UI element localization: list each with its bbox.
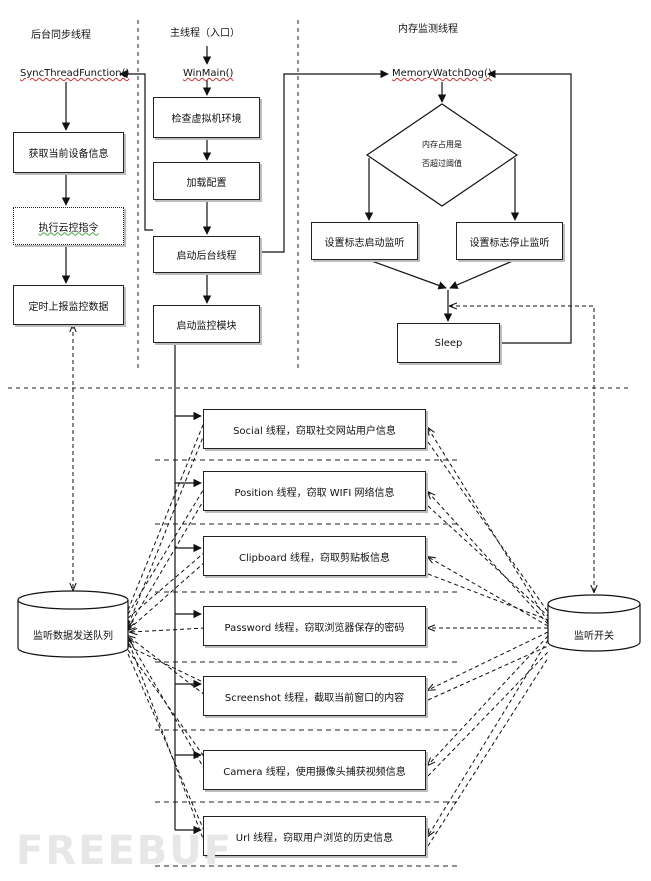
check-vm-step: 检查虚拟机环境 (153, 97, 260, 138)
load-config-step: 加载配置 (153, 162, 260, 200)
freebuf-watermark: FREEBUF (16, 828, 234, 874)
position-thread-label: Position 线程，窃取 WIFI 网络信息 (234, 487, 395, 499)
backend-thread-title: 后台同步线程 (31, 30, 91, 41)
report-data-step: 定时上报监控数据 (13, 285, 124, 325)
get-device-info-label: 获取当前设备信息 (28, 149, 109, 160)
social-thread: Social 线程，窃取社交网站用户信息 (203, 409, 426, 449)
send-queue-label: 监听数据发送队列 (33, 631, 113, 642)
set-stop-flag-label: 设置标志停止监听 (469, 237, 550, 249)
url-thread: Url 线程，窃取用户浏览的历史信息 (203, 816, 426, 856)
get-device-info-step: 获取当前设备信息 (13, 132, 124, 173)
sleep-label: Sleep (434, 337, 463, 349)
decision-line-2: 否超过阈值 (422, 159, 462, 168)
set-start-flag-step: 设置标志启动监听 (311, 222, 418, 260)
exec-cloud-command-step: 执行云控指令 (13, 207, 124, 245)
check-vm-label: 检查虚拟机环境 (171, 114, 242, 125)
start-monitor-label: 启动监控模块 (176, 320, 237, 332)
set-start-flag-label: 设置标志启动监听 (324, 237, 405, 249)
memory-watchdog-label: MemoryWatchDog() (392, 68, 492, 79)
send-queue-store (17, 590, 129, 658)
clipboard-thread-label: Clipboard 线程，窃取剪贴板信息 (239, 552, 390, 564)
report-data-label: 定时上报监控数据 (28, 301, 109, 313)
camera-thread-label: Camera 线程，使用摄像头捕获视频信息 (223, 766, 406, 778)
main-thread-title: 主线程（入口） (170, 28, 240, 39)
start-backend-step: 启动后台线程 (153, 236, 260, 273)
decision-line-1: 内存占用是 (422, 140, 462, 149)
memory-thread-title: 内存监测线程 (398, 24, 458, 35)
clipboard-thread: Clipboard 线程，窃取剪贴板信息 (203, 536, 426, 576)
winmain-label: WinMain() (183, 68, 234, 79)
social-thread-label: Social 线程，窃取社交网站用户信息 (233, 425, 396, 437)
main-flow-arrows (119, 46, 389, 304)
data-flow-arrows (73, 306, 594, 847)
url-thread-label: Url 线程，窃取用户浏览的历史信息 (235, 832, 394, 844)
sync-thread-function-label: SyncThreadFunction() (20, 68, 130, 79)
listen-switch-store (547, 594, 641, 652)
password-thread-label: Password 线程，窃取浏览器保存的密码 (224, 622, 405, 634)
set-stop-flag-step: 设置标志停止监听 (456, 222, 563, 260)
start-backend-label: 启动后台线程 (176, 251, 237, 262)
password-thread: Password 线程，窃取浏览器保存的密码 (203, 606, 426, 646)
load-config-label: 加载配置 (186, 177, 227, 189)
exec-cloud-command-label: 执行云控指令 (38, 222, 99, 234)
camera-thread: Camera 线程，使用摄像头捕获视频信息 (203, 750, 426, 790)
screenshot-thread: Screenshot 线程，截取当前窗口的内容 (203, 676, 426, 716)
memory-threshold-decision (365, 103, 519, 207)
start-monitor-step: 启动监控模块 (153, 305, 260, 343)
screenshot-thread-label: Screenshot 线程，截取当前窗口的内容 (224, 692, 405, 704)
sleep-step: Sleep (397, 323, 500, 363)
memory-flow-arrows (364, 69, 572, 344)
position-thread: Position 线程，窃取 WIFI 网络信息 (203, 471, 426, 511)
row-separators (155, 459, 458, 867)
listen-switch-label: 监听开关 (574, 631, 614, 642)
